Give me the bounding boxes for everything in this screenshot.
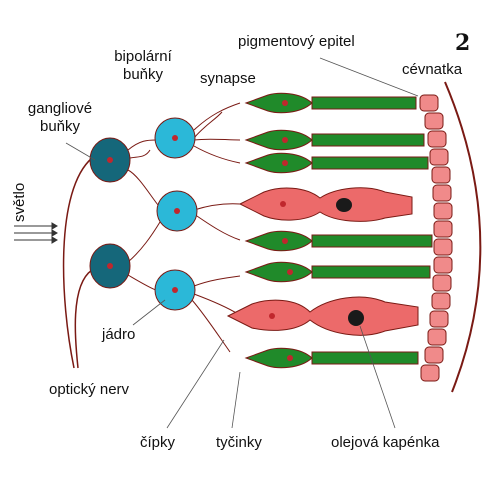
ganglion-cells-label: gangliové buňky (20, 100, 100, 136)
choroid-arc (444, 81, 482, 393)
bipolar-label-line1: bipolární (114, 48, 172, 65)
synapse-label: synapse (200, 70, 256, 87)
nucleus-label: jádro (102, 326, 136, 343)
optic-nerve-fibers (62, 157, 93, 369)
rod-6 (244, 347, 419, 369)
optic-nerve-label: optický nerv (49, 381, 130, 398)
ganglion-label-line2: buňky (39, 118, 81, 135)
cones (226, 187, 419, 336)
light-arrows (14, 222, 58, 244)
cone-1 (238, 187, 413, 222)
cone-2 (226, 296, 419, 336)
figure-number: 2 (455, 30, 471, 56)
dendrites (123, 102, 241, 353)
rod-1 (244, 92, 417, 114)
bipolar-cells (154, 117, 198, 311)
choroid-label: cévnatka (402, 61, 463, 78)
ganglion-cells (89, 137, 131, 289)
rods-label: tyčinky (216, 434, 262, 451)
cones-label: čípky (140, 434, 176, 451)
light-label: světlo (11, 182, 28, 222)
bipolar-label-line2: buňky (122, 66, 164, 83)
rod-5 (244, 261, 431, 283)
rod-3 (244, 152, 429, 174)
rod-2 (244, 129, 425, 151)
pigment-epithelium-label: pigmentový epitel (238, 33, 355, 50)
oil-droplet-label: olejová kapénka (331, 434, 440, 451)
leader-lines (65, 57, 419, 429)
rods (244, 92, 433, 369)
bipolar-cells-label: bipolární buňky (101, 48, 185, 84)
rod-4 (244, 230, 433, 252)
ganglion-label-line1: gangliové (27, 100, 93, 117)
pigment-epithelium (419, 94, 453, 382)
